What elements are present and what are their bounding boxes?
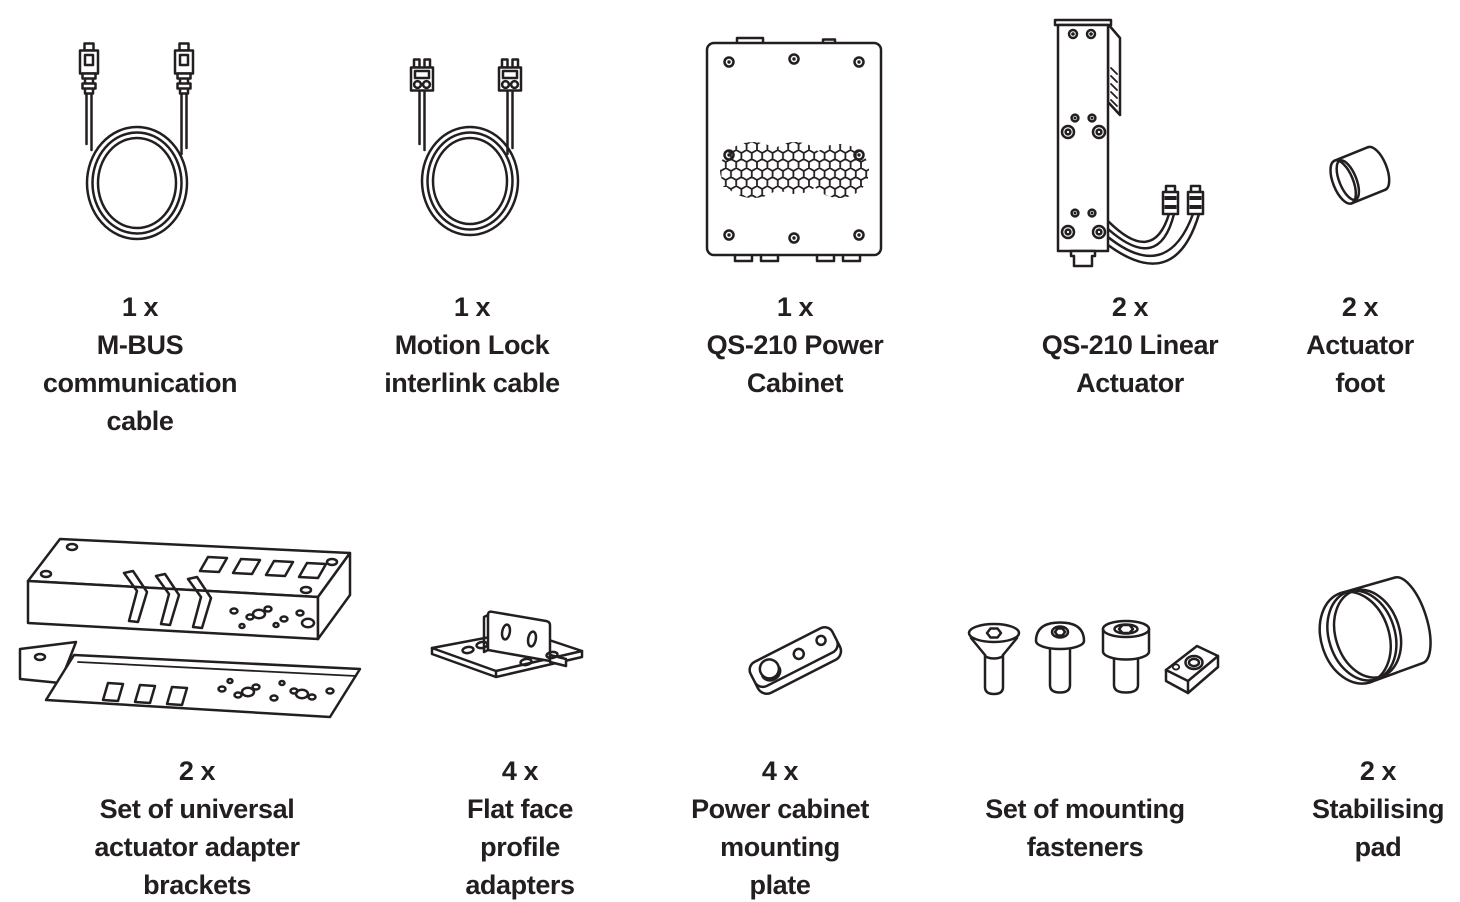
motion-lock-cable-illustration (409, 58, 523, 237)
mounting-plate-illustration (748, 626, 843, 695)
item-qty: 1 x (776, 292, 814, 322)
item-label-adapter-brackets: 2 x Set of universal actuator adapter br… (47, 752, 347, 902)
item-label-line: brackets (143, 870, 251, 900)
item-label-line: QS-210 Power (706, 330, 884, 360)
item-qty: 2 x (178, 756, 216, 786)
item-label-line: fasteners (1026, 832, 1144, 862)
item-label-mbus-cable: 1 x M-BUS communication cable (0, 288, 280, 440)
item-label-line: Power cabinet (691, 794, 869, 824)
item-label-line: Actuator (1076, 368, 1184, 398)
flat-face-adapter-illustration (430, 610, 584, 679)
item-qty: 2 x (1111, 292, 1149, 322)
item-label-line: Stabilising (1311, 794, 1445, 824)
item-label-line: profile (480, 832, 560, 862)
stabilising-pad-illustration (1318, 576, 1432, 685)
item-label-line: Motion Lock (394, 330, 550, 360)
item-label-actuator-foot: 2 x Actuator foot (1250, 288, 1460, 402)
item-label-line: foot (1335, 368, 1385, 398)
mbus-cable-illustration (78, 42, 195, 241)
item-label-line: Set of universal (99, 794, 295, 824)
item-qty: 1 x (121, 292, 159, 322)
item-qty: 2 x (1359, 756, 1397, 786)
item-label-line: Actuator (1306, 330, 1414, 360)
item-qty: 4 x (761, 756, 799, 786)
item-label-line: mounting (720, 832, 840, 862)
item-label-line: Cabinet (746, 368, 844, 398)
item-qty: 2 x (1341, 292, 1379, 322)
item-label-mounting-fasteners: Set of mounting fasteners (935, 752, 1235, 866)
item-label-line: M-BUS (96, 330, 184, 360)
item-label-line: communication (42, 368, 238, 398)
item-label-line: Set of mounting (985, 794, 1185, 824)
item-label-cabinet-mounting-plate: 4 x Power cabinet mounting plate (640, 752, 920, 902)
item-qty: 1 x (453, 292, 491, 322)
item-label-line: adapters (465, 870, 575, 900)
item-label-stabilising-pad: 2 x Stabilising pad (1268, 752, 1460, 866)
item-label-linear-actuator: 2 x QS-210 Linear Actuator (990, 288, 1270, 402)
item-label-line: actuator adapter (94, 832, 300, 862)
item-label-line: cable (106, 406, 174, 436)
item-label-motion-lock-cable: 1 x Motion Lock interlink cable (332, 288, 612, 402)
item-qty (935, 752, 1235, 790)
adapter-brackets-illustration (18, 537, 362, 719)
item-label-power-cabinet: 1 x QS-210 Power Cabinet (655, 288, 935, 402)
item-label-line: Flat face (467, 794, 573, 824)
power-cabinet-illustration (705, 36, 883, 263)
item-label-flat-face-adapters: 4 x Flat face profile adapters (380, 752, 660, 902)
linear-actuator-illustration (1053, 18, 1205, 268)
item-label-line: interlink cable (384, 368, 560, 398)
item-label-line: QS-210 Linear (1041, 330, 1219, 360)
actuator-foot-illustration (1329, 145, 1391, 205)
mounting-fasteners-illustration (967, 619, 1220, 696)
item-qty: 4 x (501, 756, 539, 786)
item-label-line: pad (1354, 832, 1402, 862)
item-label-line: plate (749, 870, 811, 900)
